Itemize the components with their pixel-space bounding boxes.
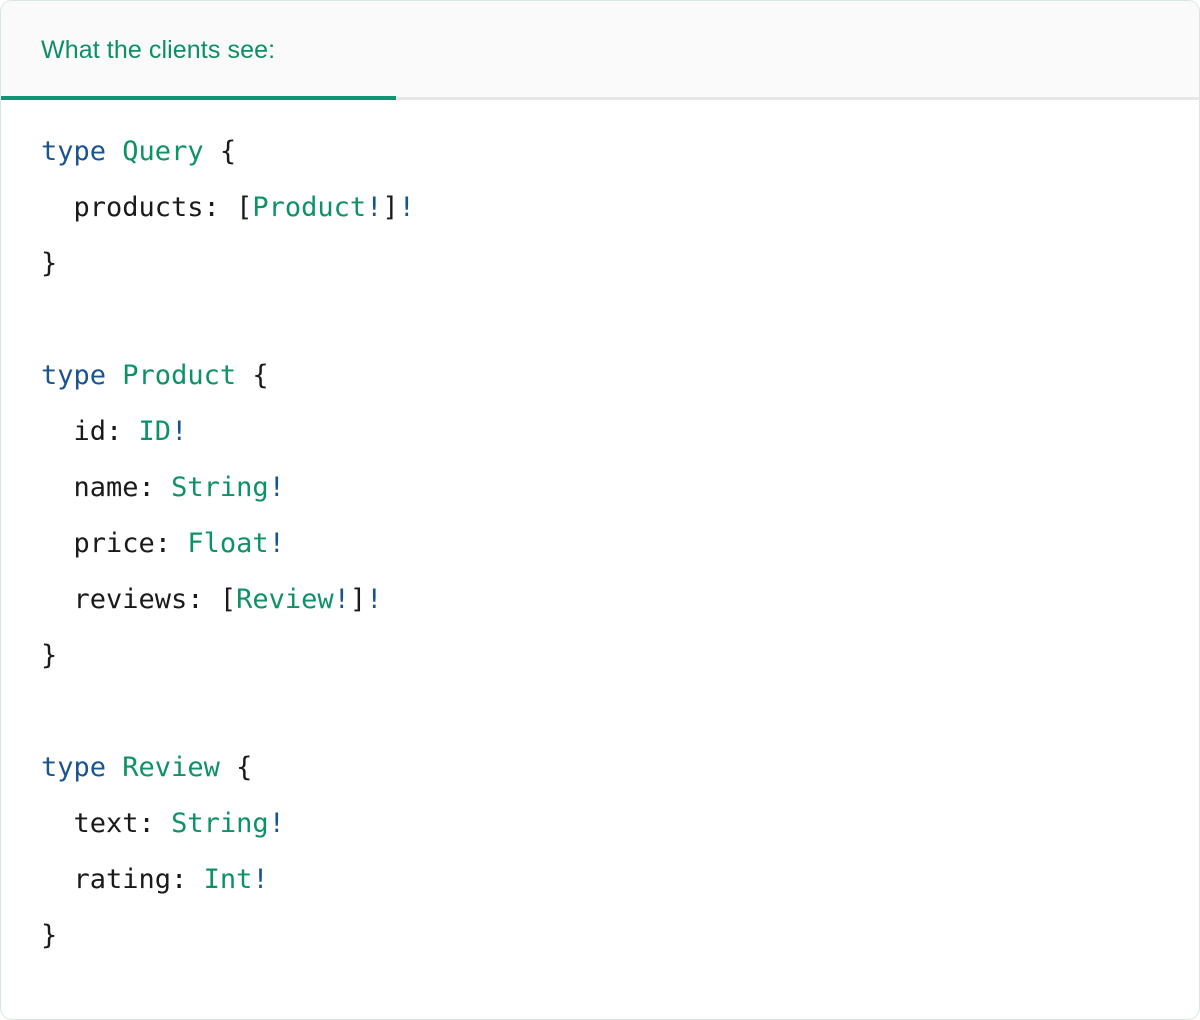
- code-token-bang: !: [333, 584, 350, 615]
- tab-what-the-clients-see[interactable]: What the clients see:: [1, 1, 396, 100]
- code-line: price: Float!: [41, 516, 1199, 572]
- code-line: products: [Product!]!: [41, 180, 1199, 236]
- code-token-type: Float: [187, 528, 269, 559]
- code-line: type Product {: [41, 348, 1199, 404]
- code-token-kw: type: [41, 136, 107, 167]
- code-token-kw: type: [41, 752, 107, 783]
- code-token-bang: !: [268, 808, 285, 839]
- code-token-punct: {: [219, 136, 237, 167]
- code-line: type Review {: [41, 740, 1199, 796]
- code-token-punct: }: [41, 920, 58, 951]
- code-token-punct: {: [236, 752, 253, 783]
- code-token-type: String: [171, 808, 269, 839]
- code-token-bang: !: [268, 528, 285, 559]
- code-token-field: id:: [41, 416, 123, 447]
- code-token-type: Product: [252, 192, 367, 223]
- code-line: name: String!: [41, 460, 1199, 516]
- code-token-punct: ]: [349, 584, 367, 615]
- code-token-punct: [187, 864, 203, 895]
- tab-bar: What the clients see:: [1, 1, 1199, 100]
- code-token-type: Review: [236, 584, 334, 615]
- code-token-field: name:: [41, 472, 155, 503]
- code-token-type: Query: [122, 136, 204, 167]
- code-token-field: reviews:: [41, 584, 204, 615]
- code-line: }: [41, 628, 1199, 684]
- code-line: type Query {: [41, 124, 1199, 180]
- code-token-bang: !: [268, 472, 285, 503]
- code-token-type: Int: [203, 864, 253, 895]
- code-token-punct: [122, 416, 138, 447]
- code-token-punct: [155, 472, 171, 503]
- code-token-field: text:: [41, 808, 155, 839]
- code-token-punct: [236, 360, 252, 391]
- code-token-punct: }: [41, 248, 58, 279]
- code-token-punct: [204, 584, 220, 615]
- code-token-punct: [220, 752, 236, 783]
- code-token-kw: type: [41, 360, 107, 391]
- code-token-punct: {: [252, 360, 269, 391]
- code-token-punct: [171, 528, 187, 559]
- code-line: rating: Int!: [41, 852, 1199, 908]
- code-line: [41, 292, 1199, 348]
- code-line: text: String!: [41, 796, 1199, 852]
- code-token-type: ID: [138, 416, 172, 447]
- code-token-punct: }: [41, 640, 58, 671]
- code-viewer[interactable]: type Query { products: [Product!]!} type…: [1, 100, 1199, 1018]
- code-token-type: String: [171, 472, 269, 503]
- code-token-type: Review: [122, 752, 220, 783]
- code-line: }: [41, 908, 1199, 964]
- code-line: reviews: [Review!]!: [41, 572, 1199, 628]
- code-token-punct: [106, 136, 122, 167]
- code-token-field: products:: [41, 192, 220, 223]
- code-line: [41, 684, 1199, 740]
- code-token-punct: [204, 136, 220, 167]
- tab-label: What the clients see:: [41, 36, 276, 64]
- code-token-bang: !: [252, 864, 269, 895]
- graphql-schema-code: type Query { products: [Product!]!} type…: [1, 124, 1199, 964]
- code-token-bang: !: [366, 192, 383, 223]
- code-token-punct: [106, 752, 122, 783]
- code-line: }: [41, 236, 1199, 292]
- code-token-punct: [: [219, 584, 237, 615]
- code-token-punct: [106, 360, 122, 391]
- code-token-punct: [155, 808, 171, 839]
- code-token-punct: ]: [382, 192, 399, 223]
- code-token-field: price:: [41, 528, 172, 559]
- code-token-bang: !: [398, 192, 415, 223]
- code-token-type: Product: [122, 360, 237, 391]
- code-token-field: rating:: [41, 864, 188, 895]
- code-token-bang: !: [366, 584, 383, 615]
- code-token-punct: [220, 192, 236, 223]
- code-line: id: ID!: [41, 404, 1199, 460]
- code-token-punct: [: [236, 192, 253, 223]
- code-token-bang: !: [171, 416, 188, 447]
